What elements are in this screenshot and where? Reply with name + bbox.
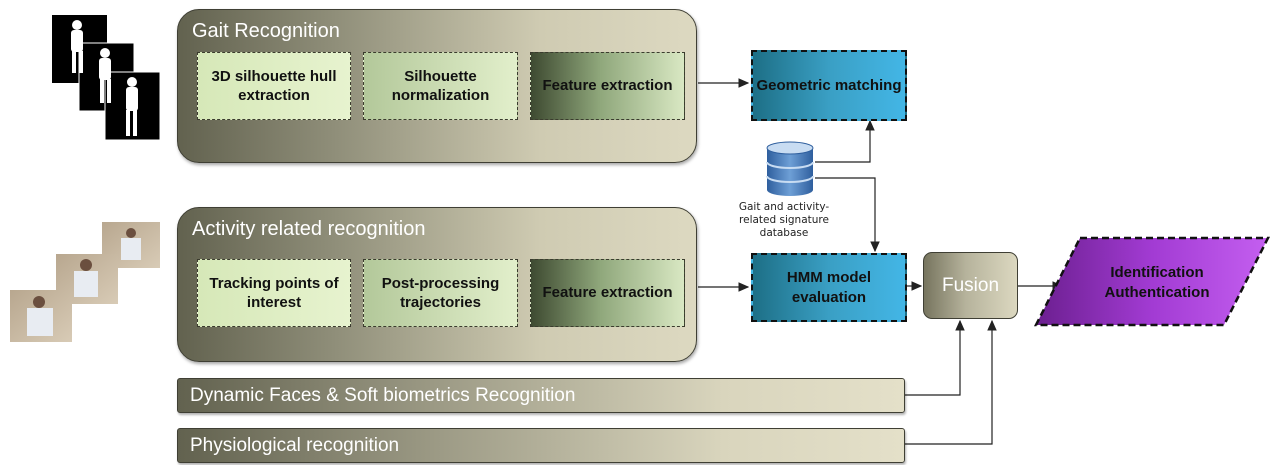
- arrow-db-to-hmm: [815, 177, 880, 253]
- output-authentication: Authentication: [1104, 284, 1210, 302]
- step-silhouette-hull-extraction: 3D silhouette hull extraction: [197, 52, 351, 120]
- fusion-box: Fusion: [923, 252, 1018, 319]
- arrow-physio-to-fusion: [905, 319, 997, 445]
- output-label: Identification Authentication: [1082, 263, 1232, 304]
- output-identification: Identification: [1110, 264, 1204, 281]
- activity-panel-title: Activity related recognition: [192, 218, 426, 240]
- arrow-faces-to-fusion: [905, 319, 965, 396]
- step-gait-feature-extraction: Feature extraction: [530, 52, 685, 120]
- hmm-evaluation-box: HMM model evaluation: [751, 253, 907, 322]
- physiological-bar: Physiological recognition: [177, 428, 905, 463]
- silhouette-images: [52, 15, 161, 140]
- gait-panel-title: Gait Recognition: [192, 20, 340, 42]
- dynamic-faces-bar: Dynamic Faces & Soft biometrics Recognit…: [177, 378, 905, 413]
- database-icon: [766, 141, 814, 196]
- step-tracking-points: Tracking points of interest: [197, 259, 351, 327]
- arrow-db-to-geometric: [815, 119, 875, 163]
- step-post-processing-trajectories: Post-processing trajectories: [363, 259, 518, 327]
- output-parallelogram: [1034, 236, 1270, 327]
- step-activity-feature-extraction: Feature extraction: [530, 259, 685, 327]
- geometric-matching-box: Geometric matching: [751, 50, 907, 121]
- activity-recognition-panel: Activity related recognition Tracking po…: [177, 207, 697, 362]
- step-silhouette-normalization: Silhouette normalization: [363, 52, 518, 120]
- activity-photos: [10, 222, 160, 342]
- gait-recognition-panel: Gait Recognition 3D silhouette hull extr…: [177, 9, 697, 163]
- database-caption: Gait and activity-related signature data…: [738, 201, 830, 240]
